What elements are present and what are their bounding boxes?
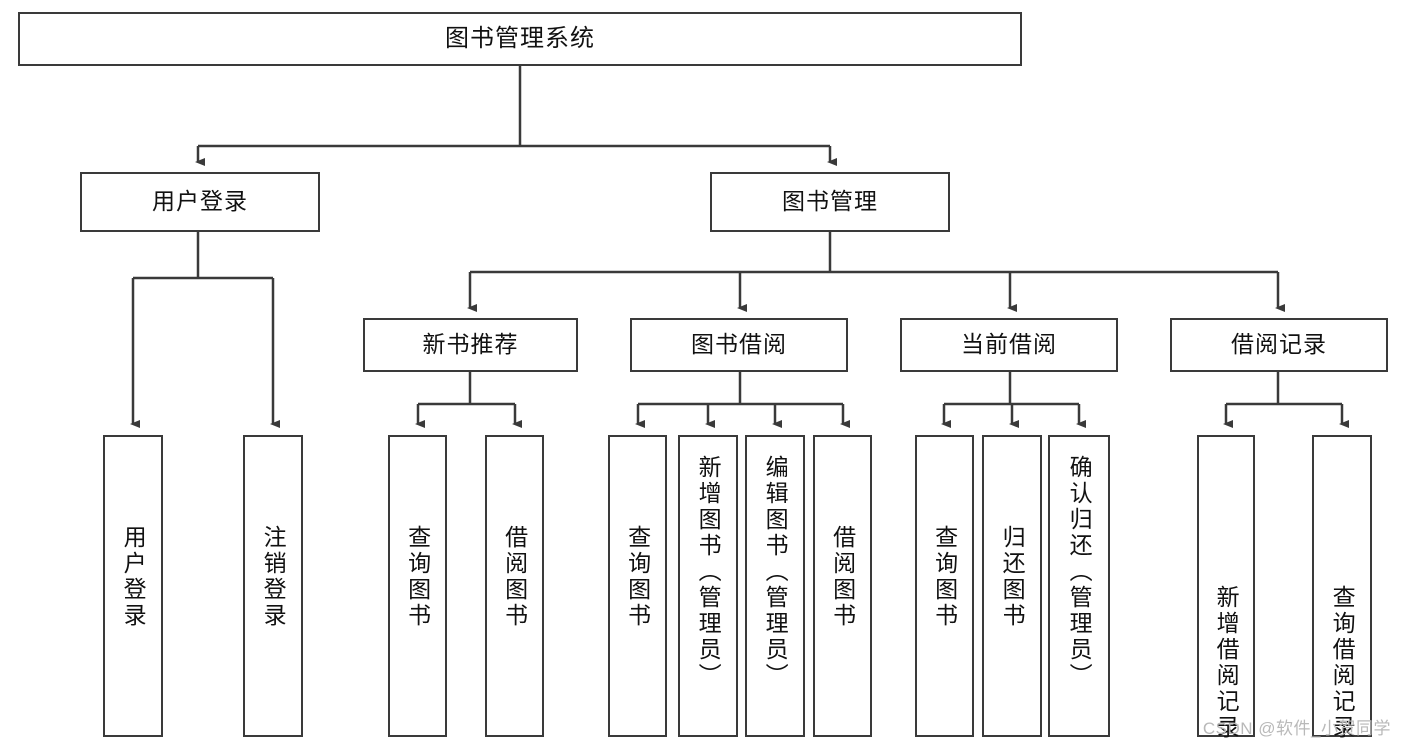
- node-user-login[interactable]: 用户登录: [80, 172, 320, 232]
- node-label: 用户登录: [120, 525, 147, 629]
- node-label: 查询图书: [931, 525, 958, 629]
- node-label: 图书管理系统: [445, 24, 595, 52]
- node-label: 查询图书: [624, 525, 651, 629]
- node-new-book-recommend[interactable]: 新书推荐: [363, 318, 578, 372]
- node-label: 图书借阅: [691, 331, 787, 358]
- node-current-borrow[interactable]: 当前借阅: [900, 318, 1118, 372]
- node-label: 借阅图书: [501, 525, 528, 629]
- node-borrow-record[interactable]: 借阅记录: [1170, 318, 1388, 372]
- node-leaf-borrow-book-2[interactable]: 借阅图书: [813, 435, 872, 737]
- node-leaf-borrow-book-1[interactable]: 借阅图书: [485, 435, 544, 737]
- node-label: 用户登录: [152, 188, 248, 215]
- node-leaf-query-book-2[interactable]: 查询图书: [608, 435, 667, 737]
- node-label: 图书管理: [782, 188, 878, 215]
- node-leaf-user-login[interactable]: 用户登录: [103, 435, 163, 737]
- node-label: 查询图书: [404, 525, 431, 629]
- node-leaf-return-book[interactable]: 归还图书: [982, 435, 1042, 737]
- node-root-system[interactable]: 图书管理系统: [18, 12, 1022, 66]
- node-label: 查询借阅记录: [1329, 585, 1356, 741]
- node-leaf-edit-book[interactable]: 编辑图书（管理员）: [745, 435, 805, 737]
- node-leaf-add-book[interactable]: 新增图书（管理员）: [678, 435, 738, 737]
- node-leaf-query-book-3[interactable]: 查询图书: [915, 435, 974, 737]
- node-label: 新增图书（管理员）: [695, 455, 722, 689]
- watermark-text: CSDN @软件_小贺同学: [1202, 719, 1391, 738]
- node-label: 借阅记录: [1231, 331, 1327, 358]
- node-leaf-add-record[interactable]: 新增借阅记录: [1197, 435, 1255, 741]
- node-label: 归还图书: [999, 525, 1026, 629]
- node-label: 新书推荐: [422, 331, 519, 358]
- node-label: 当前借阅: [961, 331, 1057, 358]
- node-leaf-confirm-return[interactable]: 确认归还（管理员）: [1048, 435, 1110, 737]
- node-label: 确认归还（管理员）: [1066, 455, 1093, 689]
- node-book-manage[interactable]: 图书管理: [710, 172, 950, 232]
- node-label: 借阅图书: [829, 525, 856, 629]
- node-label: 注销登录: [260, 525, 287, 629]
- node-leaf-query-book-1[interactable]: 查询图书: [388, 435, 447, 737]
- node-label: 新增借阅记录: [1213, 585, 1240, 741]
- node-leaf-user-logout[interactable]: 注销登录: [243, 435, 303, 737]
- node-leaf-query-record[interactable]: 查询借阅记录: [1312, 435, 1372, 741]
- node-label: 编辑图书（管理员）: [762, 455, 789, 689]
- node-book-borrow[interactable]: 图书借阅: [630, 318, 848, 372]
